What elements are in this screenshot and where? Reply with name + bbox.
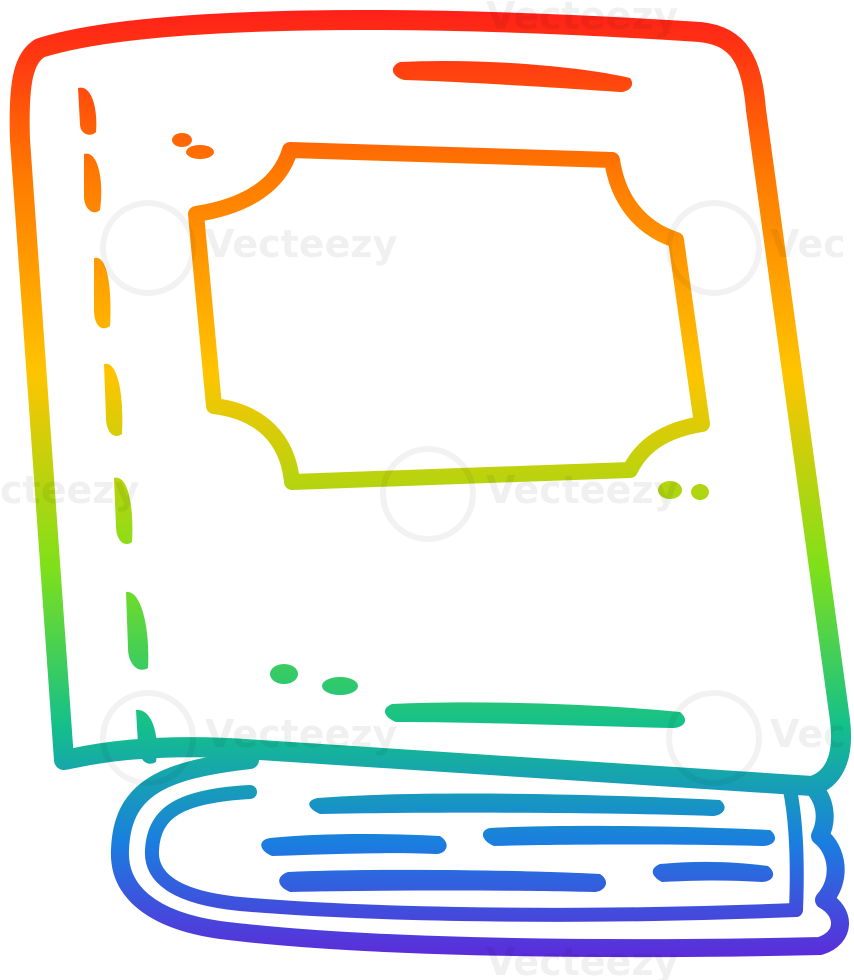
page-line: [309, 793, 725, 816]
spine-dash: [84, 153, 102, 213]
page-line: [482, 825, 776, 846]
page-edge-line: [144, 783, 804, 922]
page-line: [261, 834, 447, 856]
cover-label-frame: [188, 142, 710, 490]
cover-dot: [186, 145, 214, 159]
cover-dot: [658, 481, 682, 499]
spine-dash: [114, 477, 133, 545]
page-line: [279, 869, 607, 892]
cover-dot: [172, 133, 192, 147]
spine-dash: [136, 709, 158, 764]
cover-dot: [322, 677, 358, 695]
book-pages-outline: [110, 751, 849, 958]
cover-dot: [270, 664, 298, 684]
spine-dash: [94, 257, 111, 329]
spine-dash: [104, 363, 123, 437]
book-cover-outline: [9, 10, 851, 796]
page-line: [652, 861, 774, 882]
spine-dash: [78, 87, 97, 135]
cover-dot: [691, 484, 709, 500]
spine-dash: [126, 591, 149, 670]
cover-highlight-bottom: [384, 702, 686, 728]
cover-highlight-top: [392, 60, 633, 92]
